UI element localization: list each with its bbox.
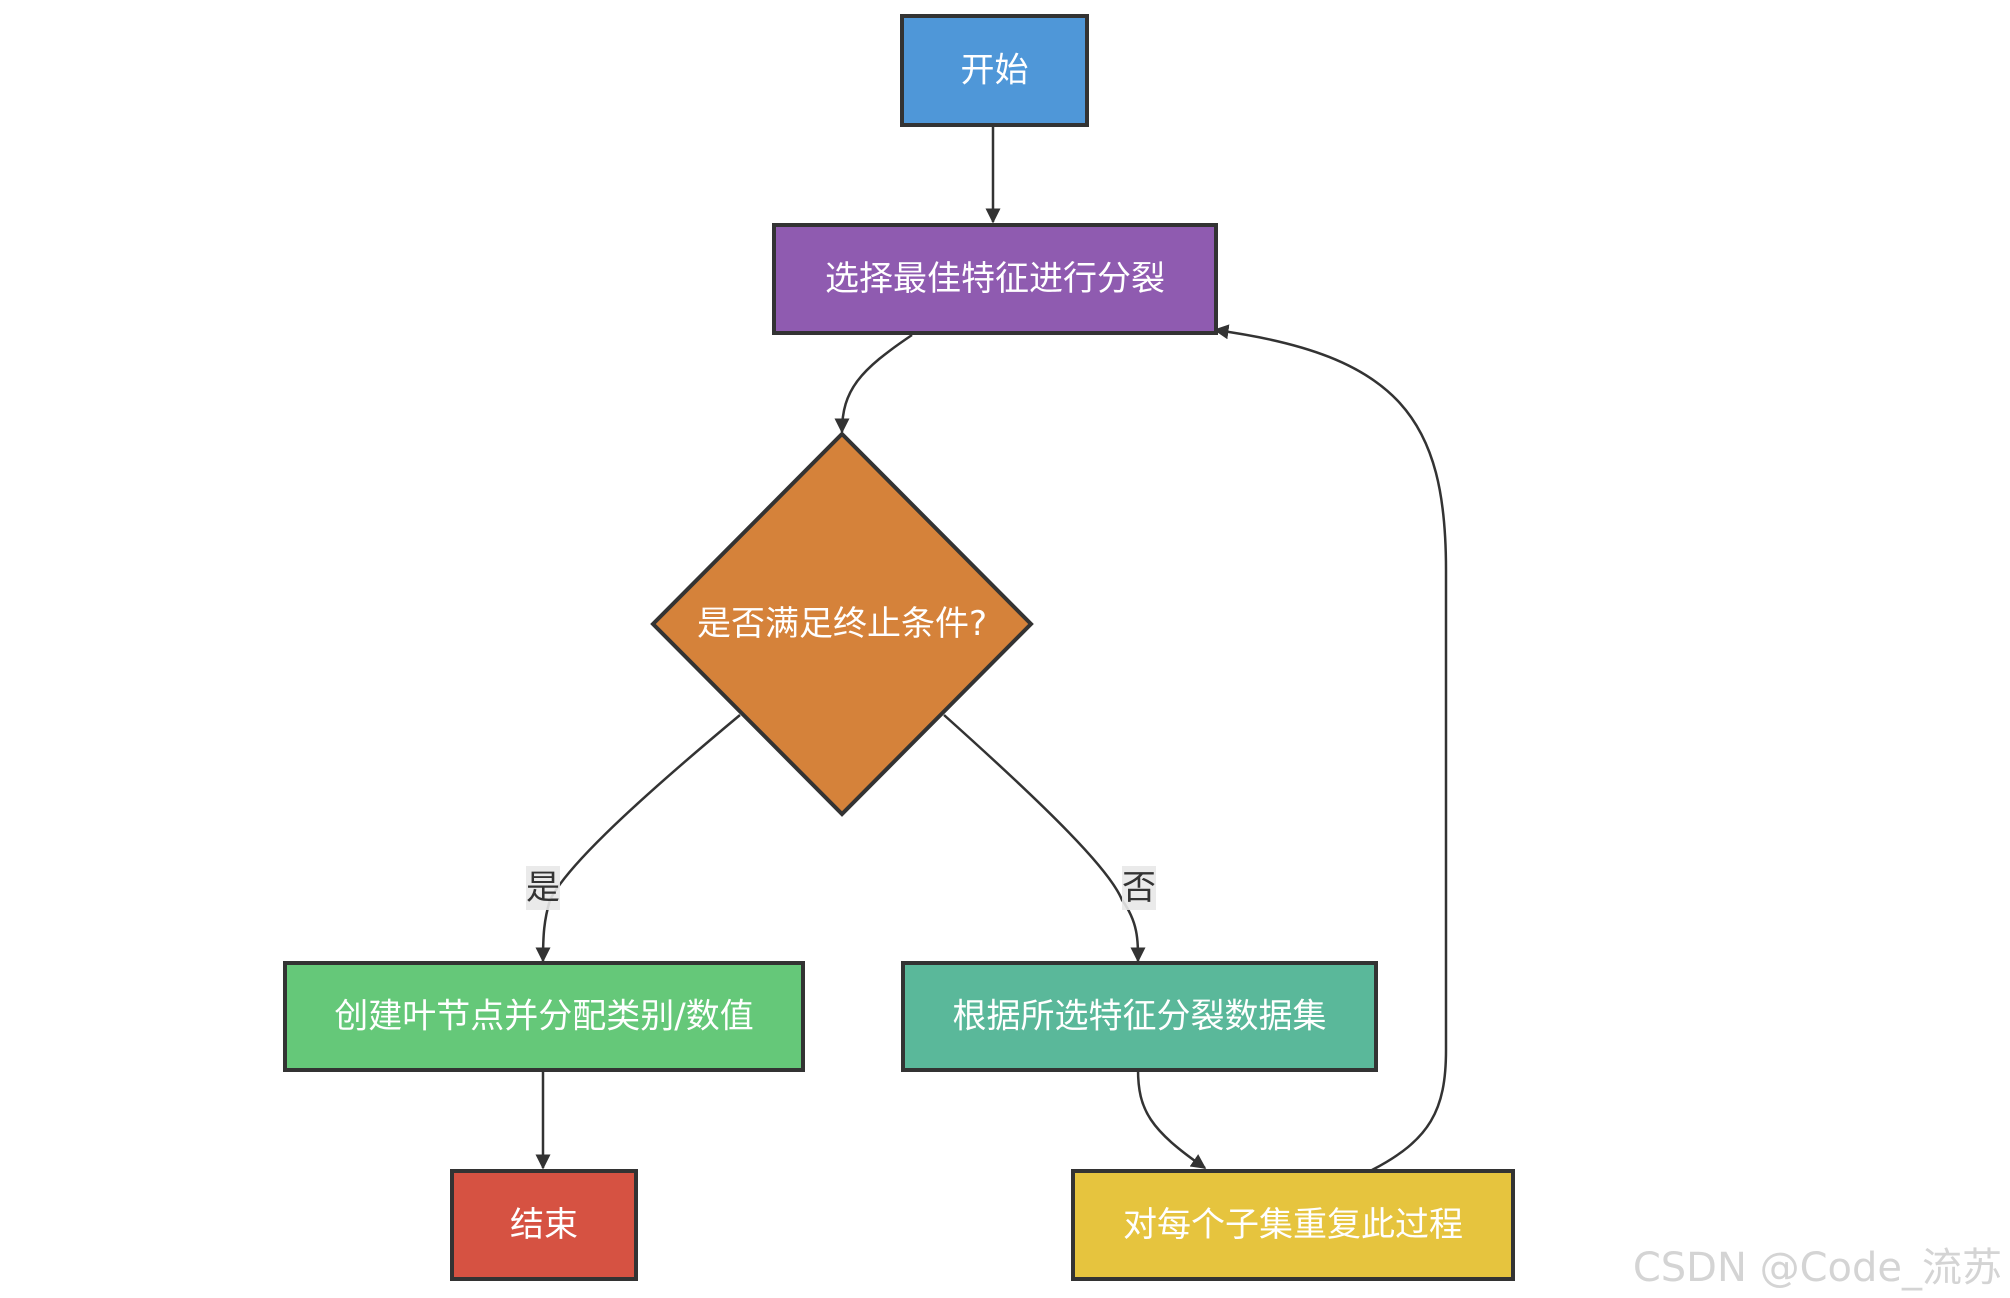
- node-start: 开始: [900, 14, 1089, 127]
- edge-label-yes-text: 是: [526, 868, 560, 908]
- node-split-data-label: 根据所选特征分裂数据集: [953, 997, 1327, 1037]
- node-start-box: [900, 14, 1089, 127]
- edge-check-to-leaf-yes: [535, 714, 741, 963]
- edge-label-yes: 是: [526, 866, 560, 910]
- edge-select-to-check: [834, 333, 913, 434]
- edge-label-no: 否: [1122, 866, 1156, 910]
- node-select-feature: 选择最佳特征进行分裂: [772, 223, 1218, 335]
- edge-label-yes-bg: [526, 866, 560, 910]
- edge-label-no-text: 否: [1122, 868, 1156, 908]
- node-end-box: [450, 1169, 638, 1281]
- node-select-feature-label: 选择最佳特征进行分裂: [825, 259, 1165, 299]
- node-check-stop-diamond: [650, 431, 1034, 817]
- node-repeat: 对每个子集重复此过程: [1071, 1169, 1515, 1281]
- node-create-leaf-label: 创建叶节点并分配类别/数值: [334, 997, 753, 1037]
- node-create-leaf: 创建叶节点并分配类别/数值: [283, 961, 805, 1072]
- node-split-data: 根据所选特征分裂数据集: [901, 961, 1378, 1072]
- node-repeat-label: 对每个子集重复此过程: [1123, 1205, 1463, 1245]
- node-create-leaf-box: [283, 961, 805, 1072]
- node-end: 结束: [450, 1169, 638, 1281]
- node-check-stop-label: 是否满足终止条件?: [697, 604, 987, 644]
- edge-label-no-bg: [1122, 866, 1156, 910]
- node-select-feature-box: [772, 223, 1218, 335]
- node-split-data-box: [901, 961, 1378, 1072]
- node-start-label: 开始: [961, 51, 1029, 91]
- node-end-label: 结束: [510, 1205, 578, 1245]
- watermark: CSDN @Code_流苏: [1633, 1245, 2002, 1291]
- edges: [535, 125, 1448, 1172]
- edge-check-to-split-no: [943, 714, 1146, 963]
- node-check-stop: 是否满足终止条件?: [650, 431, 1034, 817]
- edge-repeat-to-select-loop: [1213, 324, 1448, 1172]
- node-repeat-box: [1071, 1169, 1515, 1281]
- edge-split-to-repeat: [1136, 1068, 1207, 1170]
